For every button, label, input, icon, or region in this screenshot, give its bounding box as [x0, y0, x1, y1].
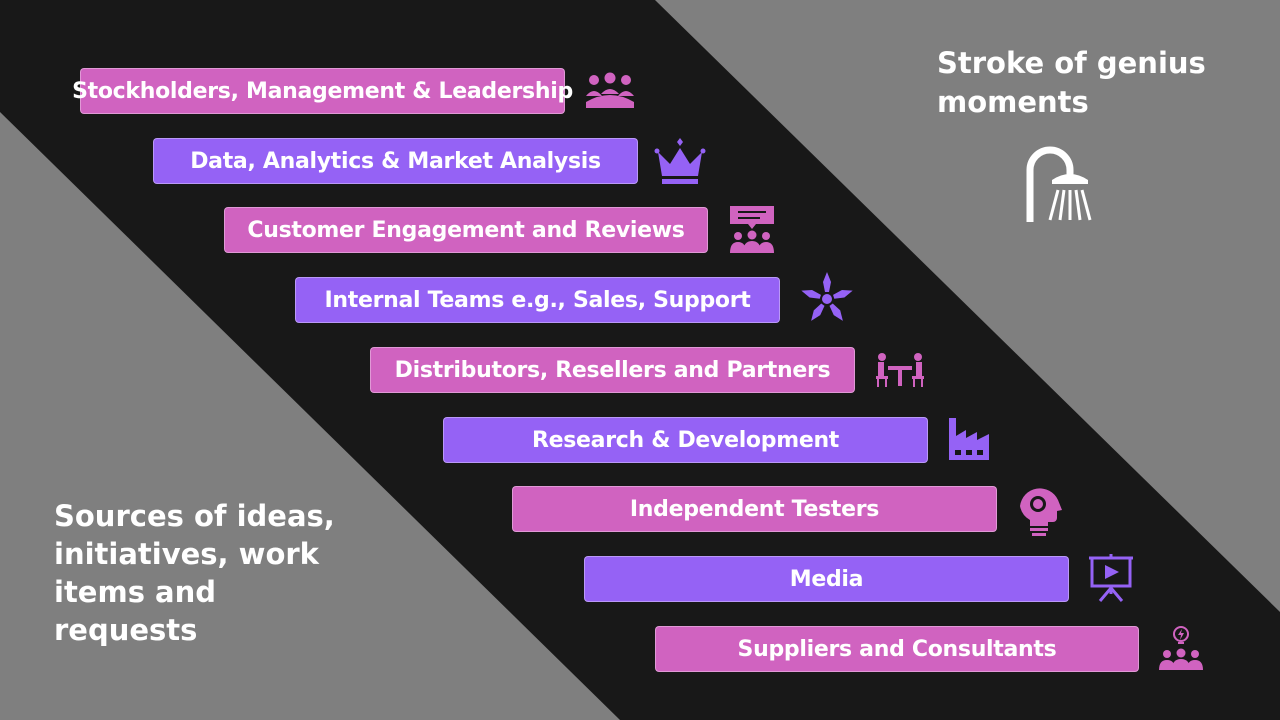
source-bar-distributors: Distributors, Resellers and Partners [370, 347, 855, 393]
presentation-audience-icon [730, 206, 774, 253]
left-title: Sources of ideas, initiatives, work item… [54, 499, 335, 647]
right-title: Stroke of genius moments [937, 46, 1206, 119]
source-bar-independent-testers: Independent Testers [512, 486, 997, 532]
head-brain-icon [1020, 488, 1062, 536]
idea-group-icon [1159, 626, 1203, 670]
teamwork-hands-icon [801, 272, 853, 321]
source-bar-suppliers: Suppliers and Consultants [655, 626, 1139, 672]
source-bar-internal-teams: Internal Teams e.g., Sales, Support [295, 277, 780, 323]
audience-icon [586, 72, 634, 108]
shower-icon [1026, 146, 1092, 222]
source-bar-data-analytics: Data, Analytics & Market Analysis [153, 138, 638, 184]
source-bar-research-development: Research & Development [443, 417, 928, 463]
video-screen-icon [1089, 554, 1133, 602]
source-bar-customer-engagement: Customer Engagement and Reviews [224, 207, 708, 253]
source-bar-stockholders: Stockholders, Management & Leadership [72, 68, 573, 114]
crown-icon [654, 138, 706, 184]
source-bar-media: Media [584, 556, 1069, 602]
meeting-table-icon [876, 353, 924, 387]
factory-icon [949, 418, 989, 460]
